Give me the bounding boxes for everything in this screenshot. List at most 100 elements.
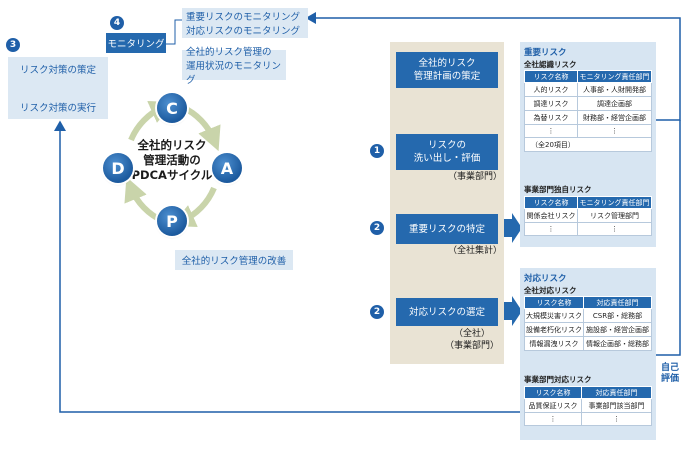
table-header: 対応責任部門	[581, 386, 652, 399]
table-cell: 人的リスク	[524, 82, 578, 97]
monitoring-erm-2: 運用状況のモニタリング	[186, 61, 282, 86]
step-response-label: 対応リスクの選定	[408, 306, 485, 318]
step-identify-sub: （事業部門）	[447, 172, 502, 182]
table-row: 調達リスク 調達企画部	[524, 96, 652, 111]
response-corporate-title: 全社対応リスク	[524, 286, 577, 295]
table-cell: CSR部・総務部	[583, 308, 652, 323]
table-cell: 関係会社リスク	[524, 208, 578, 223]
step-response-sub2: （事業部門）	[444, 341, 499, 351]
table-header: リスク名称	[524, 196, 578, 209]
table-row: 情報漏洩リスク 情報企画部・総務部	[524, 336, 652, 351]
table-cell: ⋮	[524, 124, 578, 138]
table-header: モニタリング責任部門	[577, 196, 652, 209]
table-cell: 施設部・経営企画部	[583, 322, 652, 337]
table-row: ⋮ ⋮	[524, 124, 652, 138]
step-plan-line2: 管理計画の策定	[413, 71, 481, 82]
table-header: モニタリング責任部門	[577, 70, 652, 83]
table-cell: リスク管理部門	[577, 208, 652, 223]
table-cell: ⋮	[581, 412, 652, 426]
step-number-2b: 2	[370, 305, 384, 319]
important-division-table: リスク名称 モニタリング責任部門 関係会社リスク リスク管理部門 ⋮ ⋮	[524, 196, 652, 236]
table-cell: 事業部門該当部門	[581, 398, 652, 413]
table-cell: 調達企画部	[577, 96, 652, 111]
monitoring-targets-box-1: 重要リスクのモニタリング 対応リスクのモニタリング	[182, 8, 308, 38]
monitoring-important: 重要リスクのモニタリング	[186, 12, 301, 23]
self-eval-line2: 評価	[661, 374, 680, 384]
table-note: （全20項目）	[524, 137, 652, 152]
table-cell: ⋮	[577, 124, 652, 138]
pdca-plan-circle: P	[157, 206, 187, 236]
table-row: 大規模災害リスク CSR部・総務部	[524, 308, 652, 323]
self-evaluation-label: 自己 評価	[661, 362, 680, 386]
response-division-table: リスク名称 対応責任部門 品質保証リスク 事業部門該当部門 ⋮ ⋮	[524, 386, 652, 426]
step-response-sub1: （全社）	[453, 329, 490, 339]
table-row: 為替リスク 財務部・経営企画部	[524, 110, 652, 125]
pdca-do-circle: D	[103, 153, 133, 183]
table-row: 人的リスク 人事部・人財開発部	[524, 82, 652, 97]
monitoring-box: モニタリング	[106, 33, 166, 53]
important-division-title: 事業部門独自リスク	[524, 185, 592, 194]
important-corporate-table: リスク名称 モニタリング責任部門 人的リスク 人事部・人財開発部 調達リスク 調…	[524, 70, 652, 152]
step-important-sub: （全社集計）	[447, 246, 502, 256]
monitoring-label: モニタリング	[107, 39, 165, 50]
table-cell: 大規模災害リスク	[524, 308, 584, 323]
pdca-act-circle: A	[212, 153, 242, 183]
improvement-label: 全社的リスク管理の改善	[181, 256, 287, 267]
step-plan-box: 全社的リスク 管理計画の策定	[396, 52, 498, 88]
pdca-title: 全社的リスク 管理活動の PDCAサイクル	[112, 138, 232, 183]
table-header: リスク名称	[524, 70, 578, 83]
table-row: 品質保証リスク 事業部門該当部門	[524, 398, 652, 413]
step-number-2a: 2	[370, 221, 384, 235]
table-cell: 為替リスク	[524, 110, 578, 125]
monitoring-response: 対応リスクのモニタリング	[186, 26, 301, 37]
step-response-box: 対応リスクの選定	[396, 298, 498, 326]
pdca-title-line3: PDCAサイクル	[131, 168, 213, 182]
step-number-3: 3	[6, 38, 20, 52]
arrow-to-response	[498, 296, 522, 326]
table-cell: 財務部・経営企画部	[577, 110, 652, 125]
table-cell: 情報企画部・総務部	[583, 336, 652, 351]
section3-box: リスク対策の策定 リスク対策の実行	[8, 57, 108, 119]
table-cell: 情報漏洩リスク	[524, 336, 584, 351]
step-important-box: 重要リスクの特定	[396, 214, 498, 244]
table-row: 設備老朽化リスク 施設部・経営企画部	[524, 322, 652, 337]
monitoring-erm-1: 全社的リスク管理の	[186, 47, 272, 58]
table-cell: ⋮	[577, 222, 652, 236]
table-row: ⋮ ⋮	[524, 222, 652, 236]
table-header: 対応責任部門	[583, 296, 652, 309]
pdca-check-circle: C	[157, 93, 187, 123]
feedback-line-bottom	[54, 120, 520, 413]
table-cell: 人事部・人財開発部	[577, 82, 652, 97]
arrow-to-important	[498, 213, 522, 243]
strategy-label: リスク対策の策定	[19, 65, 96, 76]
table-row: 関係会社リスク リスク管理部門	[524, 208, 652, 223]
step-plan-line1: 全社的リスク	[418, 58, 476, 69]
important-risk-panel: 重要リスク 全社認識リスク リスク名称 モニタリング責任部門 人的リスク 人事部…	[520, 42, 656, 247]
response-title: 対応リスク	[524, 274, 567, 284]
table-cell: 設備老朽化リスク	[524, 322, 584, 337]
step-important-label: 重要リスクの特定	[408, 223, 485, 235]
step-response-sub: （全社） （事業部門）	[440, 328, 504, 352]
table-cell: ⋮	[524, 412, 582, 426]
response-division-title: 事業部門対応リスク	[524, 375, 592, 384]
pdca-title-line2: 管理活動の	[143, 153, 201, 167]
feedback-line-mid	[655, 120, 681, 356]
response-risk-panel: 対応リスク 全社対応リスク リスク名称 対応責任部門 大規模災害リスク CSR部…	[520, 268, 656, 440]
improvement-box: 全社的リスク管理の改善	[175, 250, 293, 270]
step-number-1: 1	[370, 144, 384, 158]
response-corporate-table: リスク名称 対応責任部門 大規模災害リスク CSR部・総務部 設備老朽化リスク …	[524, 296, 652, 351]
table-row: （全20項目）	[524, 137, 652, 152]
self-eval-line1: 自己	[661, 363, 680, 373]
step-identify-box: リスクの 洗い出し・評価	[396, 134, 498, 170]
monitoring-targets-box-2: 全社的リスク管理の 運用状況のモニタリング	[182, 47, 286, 86]
table-cell: ⋮	[524, 222, 578, 236]
important-corporate-title: 全社認識リスク	[524, 60, 577, 69]
monitoring-bracket	[166, 19, 182, 45]
table-cell: 調達リスク	[524, 96, 578, 111]
table-row: ⋮ ⋮	[524, 412, 652, 426]
table-cell: 品質保証リスク	[524, 398, 582, 413]
feedback-line-top	[305, 12, 681, 121]
table-header: リスク名称	[524, 296, 584, 309]
step-number-4: 4	[110, 16, 124, 30]
important-title: 重要リスク	[524, 48, 567, 58]
